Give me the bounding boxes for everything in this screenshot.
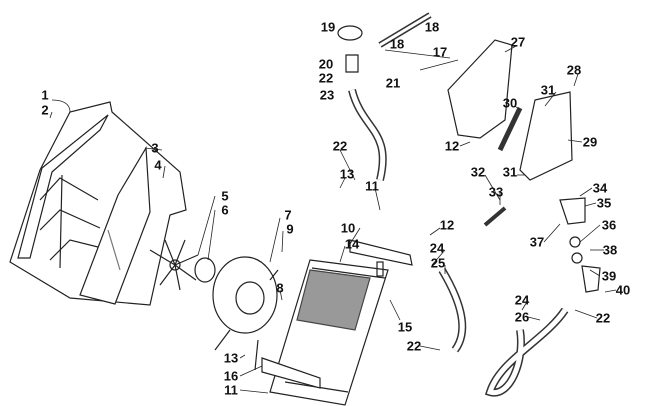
screen [79,146,151,305]
callout-22: 22 [595,310,611,326]
callout-27: 27 [510,34,526,50]
callout-19: 19 [320,19,336,35]
callout-17: 17 [432,44,448,60]
fan-motor [194,257,216,283]
leader-lines [49,45,617,394]
callout-24: 24 [514,292,530,308]
callout-13: 13 [223,350,239,366]
lower-bracket [261,357,321,389]
callout-1: 1 [41,87,49,103]
callout-37: 37 [529,234,545,250]
callout-14: 14 [344,236,360,252]
callout-40: 40 [615,282,631,298]
callout-26: 26 [514,309,530,325]
callout-9: 9 [286,221,294,237]
callout-36: 36 [601,217,617,233]
callout-32: 32 [470,164,486,180]
callout-38: 38 [602,242,618,258]
outlet-housing [581,265,601,293]
callout-30: 30 [502,95,518,111]
callout-29: 29 [582,134,598,150]
callout-7: 7 [284,207,292,223]
bracket [349,239,413,266]
callout-22: 22 [332,138,348,154]
radiator [269,259,389,406]
thermostat-housing [559,197,586,225]
callout-25: 25 [430,255,446,271]
filler-neck [345,54,359,73]
callout-10: 10 [340,220,356,236]
radiator-shroud [9,101,187,306]
callout-4: 4 [154,157,162,173]
callout-39: 39 [601,268,617,284]
callout-35: 35 [596,195,612,211]
callout-33: 33 [488,184,504,200]
callout-15: 15 [397,319,413,335]
callout-22: 22 [406,338,422,354]
callout-2: 2 [41,102,49,118]
callout-5: 5 [221,188,229,204]
callout-8: 8 [276,280,284,296]
callout-11: 11 [224,382,238,398]
callout-18: 18 [424,19,440,35]
reservoir-cover [447,39,513,139]
callout-18: 18 [389,36,405,52]
callout-28: 28 [566,62,582,78]
callout-3: 3 [151,140,159,156]
callout-6: 6 [221,202,229,218]
callout-34: 34 [592,180,608,196]
callout-23: 23 [319,87,335,103]
coolant-reservoir [519,91,573,181]
callout-12: 12 [439,217,455,233]
callout-16: 16 [223,368,239,384]
callout-31: 31 [540,82,556,98]
fan-blade [149,239,199,291]
callout-22: 22 [318,70,334,86]
callout-12: 12 [444,138,460,154]
callout-24: 24 [429,240,445,256]
callout-11: 11 [365,178,379,194]
callout-13: 13 [339,166,355,182]
callout-31: 31 [502,164,518,180]
callout-20: 20 [318,56,334,72]
callout-21: 21 [385,75,401,91]
fan-housing [212,256,279,371]
radiator-cap [337,25,363,41]
